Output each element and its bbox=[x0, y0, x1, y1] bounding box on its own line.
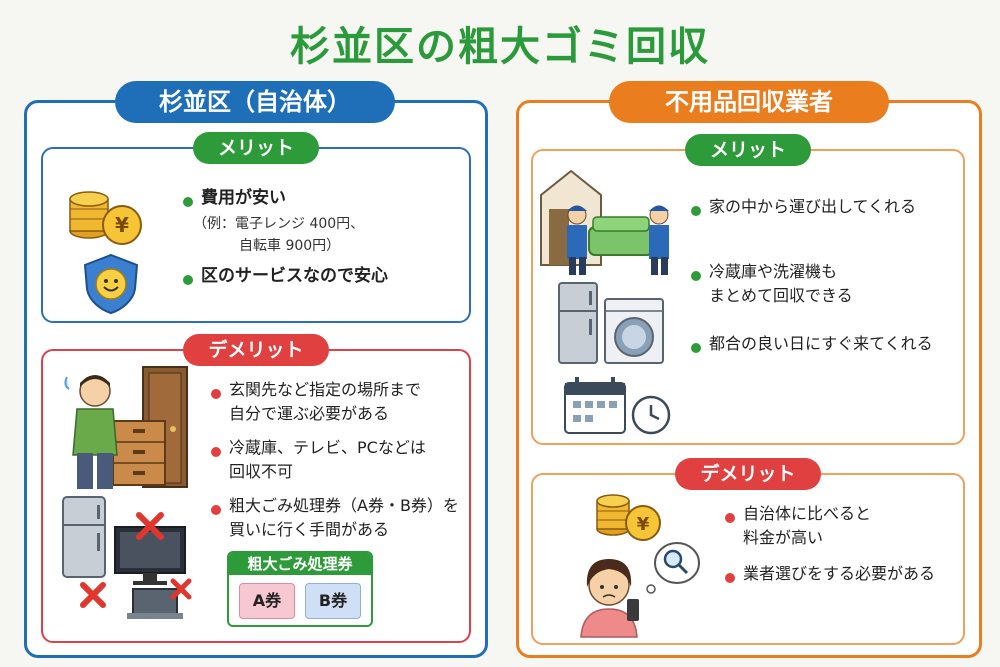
demerit-carry-2: 自分で運ぶ必要がある bbox=[229, 404, 390, 423]
demerit-ticket-2: 買いに行く手間がある bbox=[229, 520, 390, 539]
demerit-noaccept-2: 回収不可 bbox=[229, 462, 294, 481]
collector-demerit-box: デメリット ¥ 自治体に比べると 料金が高い 業者選びをす bbox=[531, 458, 965, 645]
municipal-demerit-label: デメリット bbox=[183, 334, 329, 366]
municipal-header: 杉並区（自治体） bbox=[115, 81, 395, 123]
bullet-icon bbox=[183, 197, 193, 207]
worried-person-search-icon bbox=[580, 542, 700, 638]
municipal-panel: 杉並区（自治体） メリット ¥ 費用が安い （例：電子レンジ 400円、 自転車… bbox=[24, 81, 488, 658]
demerit-ticket-1: 粗大ごみ処理券（A券・B券）を bbox=[229, 496, 459, 515]
price-example-1: （例：電子レンジ 400円、 bbox=[193, 216, 365, 232]
coins-icon: ¥ bbox=[69, 191, 142, 245]
demerit-price-2: 料金が高い bbox=[743, 528, 824, 547]
demerit-carry-1: 玄関先など指定の場所まで bbox=[229, 380, 422, 399]
bullet-icon bbox=[211, 505, 221, 515]
bullet-icon bbox=[691, 343, 701, 353]
municipal-demerit-box: デメリット bbox=[41, 334, 471, 643]
coins-icon: ¥ bbox=[596, 494, 661, 541]
merit-bulk-1: 冷蔵庫や洗濯機も bbox=[709, 262, 838, 281]
yen-symbol: ¥ bbox=[115, 213, 129, 237]
unaccepted-appliances-icon bbox=[62, 496, 192, 619]
calendar-clock-icon bbox=[564, 377, 671, 435]
demerit-noaccept-1: 冷蔵庫、テレビ、PCなどは bbox=[229, 438, 426, 457]
merit-cheap: 費用が安い bbox=[201, 188, 286, 208]
disposal-ticket: 粗大ごみ処理券 A券 B券 bbox=[227, 551, 373, 627]
ticket-b: B券 bbox=[305, 583, 361, 619]
collector-header: 不用品回収業者 bbox=[609, 81, 889, 123]
demerit-price-1: 自治体に比べると bbox=[743, 504, 872, 523]
demerit-choose: 業者選びをする必要がある bbox=[743, 564, 936, 583]
shield-smile-icon bbox=[83, 253, 139, 315]
merit-schedule: 都合の良い日にすぐ来てくれる bbox=[709, 334, 933, 353]
municipal-merit-label: メリット bbox=[193, 132, 319, 164]
yen-symbol: ¥ bbox=[637, 514, 650, 535]
bullet-icon bbox=[725, 573, 735, 583]
merit-safe: 区のサービスなので安心 bbox=[201, 266, 388, 286]
page-title: 杉並区の粗大ゴミ回収 bbox=[290, 24, 710, 70]
fridge-washer-icon bbox=[558, 282, 664, 364]
person-carrying-cabinet-icon bbox=[64, 366, 188, 489]
bullet-icon bbox=[691, 206, 701, 216]
movers-carrying-sofa-icon bbox=[540, 169, 669, 275]
merit-carry-out: 家の中から運び出してくれる bbox=[709, 197, 917, 216]
ticket-a: A券 bbox=[239, 583, 295, 619]
bullet-icon bbox=[211, 389, 221, 399]
bullet-icon bbox=[725, 513, 735, 523]
collector-panel: 不用品回収業者 メリット bbox=[516, 81, 982, 658]
collector-merit-label: メリット bbox=[685, 134, 811, 166]
merit-bulk-2: まとめて回収できる bbox=[709, 286, 853, 305]
bullet-icon bbox=[211, 447, 221, 457]
municipal-merit-box: メリット ¥ 費用が安い （例：電子レンジ 400円、 自転車 900円） 区の… bbox=[41, 132, 471, 323]
price-example-2: 自転車 900円） bbox=[239, 238, 341, 254]
bullet-icon bbox=[691, 271, 701, 281]
ticket-title: 粗大ごみ処理券 bbox=[229, 553, 371, 575]
collector-merit-box: メリット bbox=[531, 134, 965, 445]
bullet-icon bbox=[183, 275, 193, 285]
collector-demerit-label: デメリット bbox=[675, 458, 821, 490]
